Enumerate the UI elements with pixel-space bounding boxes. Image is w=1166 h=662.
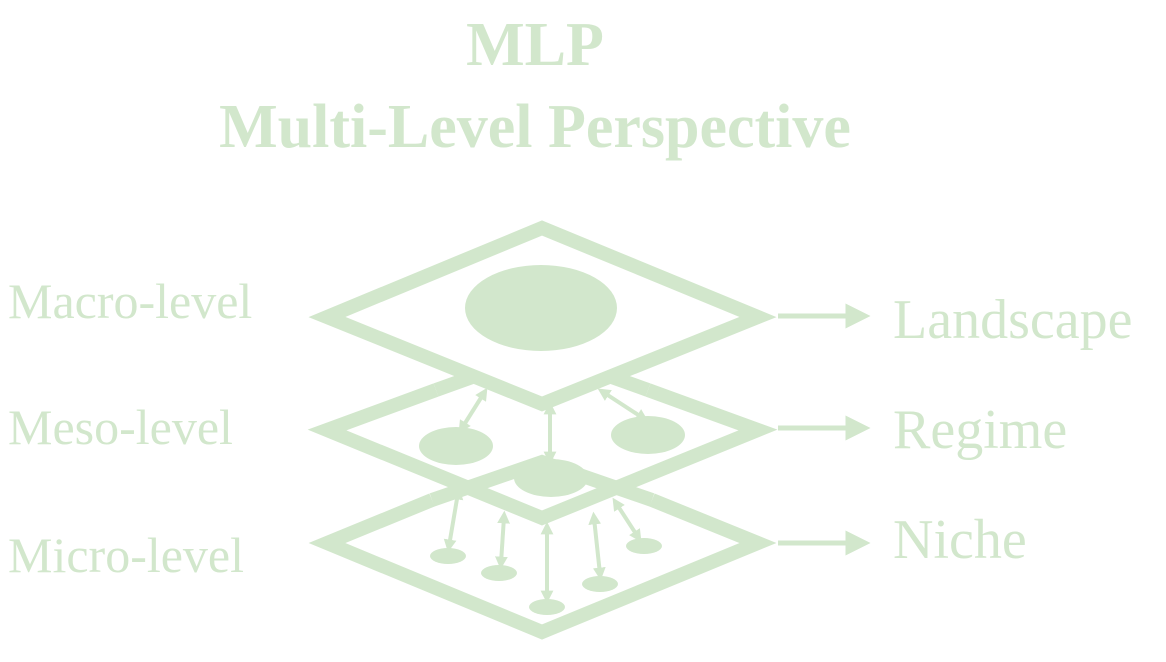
diagram-subtitle: Multi-Level Perspective (219, 93, 851, 161)
meso-element (611, 416, 685, 454)
micro-level-label: Micro-level (8, 527, 245, 583)
double-arrow (443, 486, 464, 553)
meso-level-label: Meso-level (8, 399, 233, 455)
macro-layer (308, 220, 777, 412)
diagram-title: MLP (466, 11, 604, 79)
niche-label: Niche (893, 509, 1027, 571)
regime-label: Regime (893, 399, 1068, 461)
micro-element (626, 538, 662, 554)
micro-element (582, 576, 618, 592)
meso-layer-frame (307, 383, 778, 526)
micro-element (481, 565, 517, 581)
double-arrow (588, 511, 606, 581)
double-arrow (458, 387, 488, 434)
meso-element (419, 427, 493, 465)
meso-element (514, 459, 588, 497)
macro-level-label: Macro-level (8, 273, 253, 329)
macro-meso-arrows (458, 387, 649, 465)
macro-element (465, 265, 617, 351)
double-arrow (495, 510, 510, 570)
micro-element (430, 548, 466, 564)
double-arrow (612, 497, 642, 543)
micro-element (529, 599, 565, 615)
meso-elements (419, 416, 685, 497)
landscape-label: Landscape (893, 289, 1133, 351)
double-arrow (597, 388, 649, 422)
meso-micro-arrows (443, 486, 642, 604)
micro-layer-frame (308, 493, 777, 640)
concept-arrows (778, 303, 871, 556)
